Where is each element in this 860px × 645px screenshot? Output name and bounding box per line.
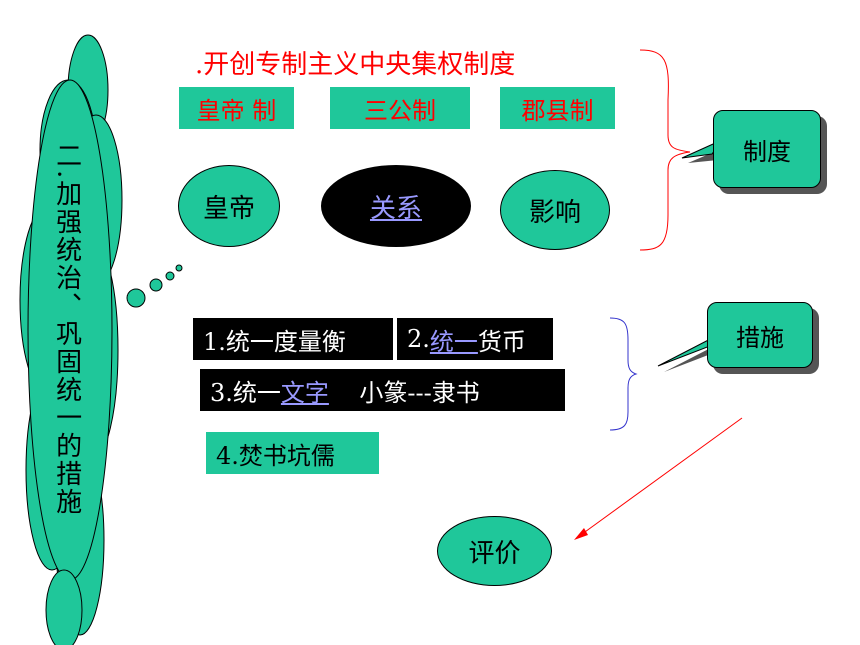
measure-2-suffix: 货币 <box>477 327 526 356</box>
red-brace <box>639 49 691 251</box>
measure-2: 2.统一货币 <box>397 318 553 360</box>
title: .开创专制主义中央集权制度 <box>195 50 516 80</box>
measure-3: 3.统一文字 小篆---隶书 <box>200 369 565 411</box>
oval-evaluation: 评价 <box>437 516 552 586</box>
oval-relation[interactable]: 关系 <box>321 165 471 247</box>
thought-bubbles <box>126 264 183 308</box>
measure-2-link[interactable]: 统一 <box>429 327 478 356</box>
red-arrow <box>577 417 743 538</box>
measure-2-prefix: 2. <box>407 325 430 353</box>
system-box-commandery: 郡县制 <box>500 87 615 129</box>
measure-1: 1.统一度量衡 <box>193 318 393 360</box>
measure-3-prefix: 3.统一 <box>210 378 281 407</box>
system-box-emperor: 皇帝 制 <box>179 87 294 129</box>
measure-3-link[interactable]: 文字 <box>280 378 329 407</box>
blue-brace <box>609 317 638 431</box>
cloud-callout-shape <box>19 34 123 645</box>
measure-4: 4.焚书坑儒 <box>206 432 379 474</box>
callout-system: 制度 <box>713 110 821 188</box>
oval-emperor: 皇帝 <box>178 165 280 247</box>
side-label: 二.加强统治、巩固统一的措施 <box>51 142 82 517</box>
callout-measures: 措施 <box>707 302 813 368</box>
relation-link[interactable]: 关系 <box>369 193 422 224</box>
oval-influence: 影响 <box>500 170 610 250</box>
measure-3-suffix: 小篆---隶书 <box>328 378 480 407</box>
system-box-three-dukes: 三公制 <box>330 87 470 129</box>
